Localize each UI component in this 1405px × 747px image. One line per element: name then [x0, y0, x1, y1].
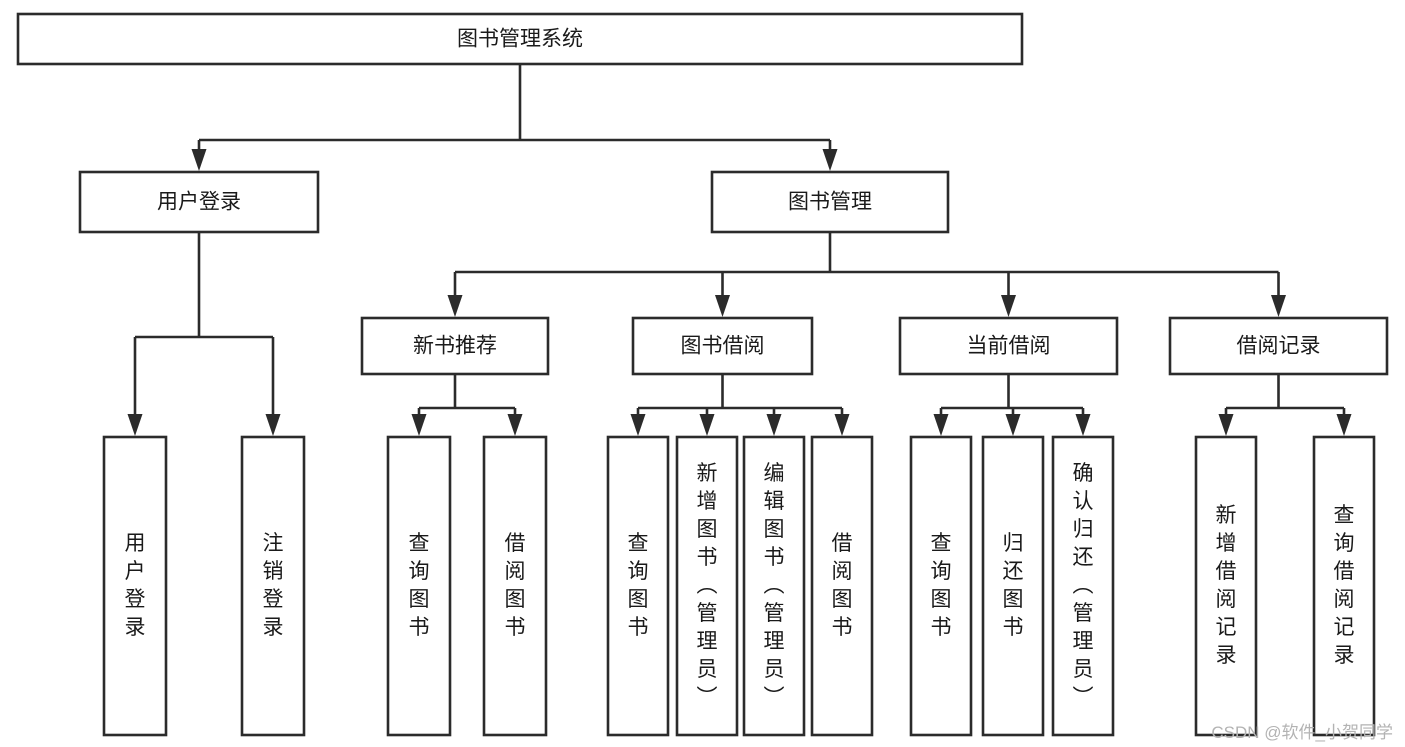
- node-box[interactable]: [16, 12, 1024, 66]
- arrow-head-icon: [630, 414, 646, 436]
- node-label: 查询借阅记录: [1334, 504, 1355, 667]
- node-leaf-cu1[interactable]: 查询图书: [909, 435, 973, 737]
- node-label: 新增借阅记录: [1216, 504, 1237, 667]
- node-leaf-nb2[interactable]: 借阅图书: [482, 435, 548, 737]
- arrow-head-icon: [766, 414, 782, 436]
- connector-group-bus-newbook: [411, 374, 523, 436]
- arrow-head-icon: [1001, 295, 1016, 317]
- node-label: 用户登录: [125, 532, 146, 639]
- arrow-head-icon: [507, 414, 523, 436]
- node-root[interactable]: 图书管理系统: [16, 12, 1024, 66]
- node-box[interactable]: [1168, 316, 1389, 376]
- node-label: 新书推荐: [413, 335, 497, 358]
- node-borrow[interactable]: 图书借阅: [631, 316, 814, 376]
- node-box[interactable]: [386, 435, 452, 737]
- node-label: 注销登录: [263, 532, 284, 639]
- node-label: 归还图书: [1003, 532, 1024, 639]
- connector-group-bus-borrow: [630, 374, 850, 436]
- arrow-head-icon: [699, 414, 715, 436]
- connector-group-bus-login: [127, 232, 281, 436]
- node-login[interactable]: 用户登录: [78, 170, 320, 234]
- node-label: 图书管理: [788, 191, 872, 214]
- node-leaf-login2[interactable]: 注销登录: [240, 435, 306, 737]
- node-label: 借阅图书: [505, 532, 526, 639]
- node-box[interactable]: [482, 435, 548, 737]
- node-leaf-br4[interactable]: 借阅图书: [810, 435, 874, 737]
- node-label: 新增图书︵管理员︶: [697, 462, 718, 709]
- arrow-head-icon: [715, 295, 730, 317]
- arrow-head-icon: [834, 414, 850, 436]
- node-box[interactable]: [78, 170, 320, 234]
- node-box[interactable]: [240, 435, 306, 737]
- arrow-head-icon: [1271, 295, 1286, 317]
- node-label: 用户登录: [157, 191, 241, 214]
- node-box[interactable]: [981, 435, 1045, 737]
- arrow-head-icon: [1336, 414, 1352, 436]
- node-leaf-cu2[interactable]: 归还图书: [981, 435, 1045, 737]
- connector-layer: [127, 64, 1352, 436]
- node-label: 确认归还︵管理员︶: [1073, 462, 1094, 709]
- node-label: 查询图书: [628, 532, 649, 639]
- node-leaf-cu3[interactable]: 确认归还︵管理员︶: [1051, 435, 1115, 737]
- node-box[interactable]: [1051, 435, 1115, 737]
- node-records[interactable]: 借阅记录: [1168, 316, 1389, 376]
- node-box[interactable]: [675, 435, 739, 737]
- node-label: 图书借阅: [681, 335, 765, 358]
- connector-group-bus-current: [933, 374, 1091, 436]
- connector-group-bus-root: [191, 64, 838, 171]
- node-label: 借阅图书: [832, 532, 853, 639]
- node-label: 查询图书: [931, 532, 952, 639]
- node-leaf-br2[interactable]: 新增图书︵管理员︶: [675, 435, 739, 737]
- arrow-head-icon: [447, 295, 463, 317]
- arrow-head-icon: [822, 149, 838, 171]
- node-box[interactable]: [1194, 435, 1258, 737]
- node-label: 当前借阅: [967, 335, 1051, 358]
- node-leaf-rc2[interactable]: 查询借阅记录: [1312, 435, 1376, 737]
- node-box[interactable]: [606, 435, 670, 737]
- node-newbook[interactable]: 新书推荐: [360, 316, 550, 376]
- arrow-head-icon: [191, 149, 207, 171]
- arrow-head-icon: [127, 414, 143, 436]
- arrow-head-icon: [933, 414, 949, 436]
- node-leaf-login1[interactable]: 用户登录: [102, 435, 168, 737]
- node-leaf-br3[interactable]: 编辑图书︵管理员︶: [742, 435, 806, 737]
- node-box[interactable]: [102, 435, 168, 737]
- node-label: 查询图书: [409, 532, 430, 639]
- node-label: 图书管理系统: [457, 28, 583, 51]
- connector-group-bus-records: [1218, 374, 1352, 436]
- node-box[interactable]: [710, 170, 950, 234]
- node-box[interactable]: [1312, 435, 1376, 737]
- node-label: 编辑图书︵管理员︶: [764, 462, 785, 709]
- arrow-head-icon: [265, 414, 281, 436]
- node-leaf-rc1[interactable]: 新增借阅记录: [1194, 435, 1258, 737]
- arrow-head-icon: [1075, 414, 1091, 436]
- node-box[interactable]: [898, 316, 1119, 376]
- node-leaf-br1[interactable]: 查询图书: [606, 435, 670, 737]
- node-label: 借阅记录: [1237, 335, 1321, 358]
- node-box[interactable]: [360, 316, 550, 376]
- arrow-head-icon: [411, 414, 427, 436]
- arrow-head-icon: [1005, 414, 1021, 436]
- watermark-label: CSDN @软件_小贺同学: [1211, 723, 1393, 742]
- arrow-head-icon: [1218, 414, 1234, 436]
- node-box[interactable]: [631, 316, 814, 376]
- node-box[interactable]: [909, 435, 973, 737]
- node-leaf-nb1[interactable]: 查询图书: [386, 435, 452, 737]
- node-current[interactable]: 当前借阅: [898, 316, 1119, 376]
- node-box[interactable]: [742, 435, 806, 737]
- node-bookmgmt[interactable]: 图书管理: [710, 170, 950, 234]
- node-layer: 图书管理系统用户登录图书管理新书推荐图书借阅当前借阅借阅记录用户登录注销登录查询…: [16, 12, 1389, 737]
- connector-group-bus-bookmgmt: [447, 232, 1286, 317]
- node-box[interactable]: [810, 435, 874, 737]
